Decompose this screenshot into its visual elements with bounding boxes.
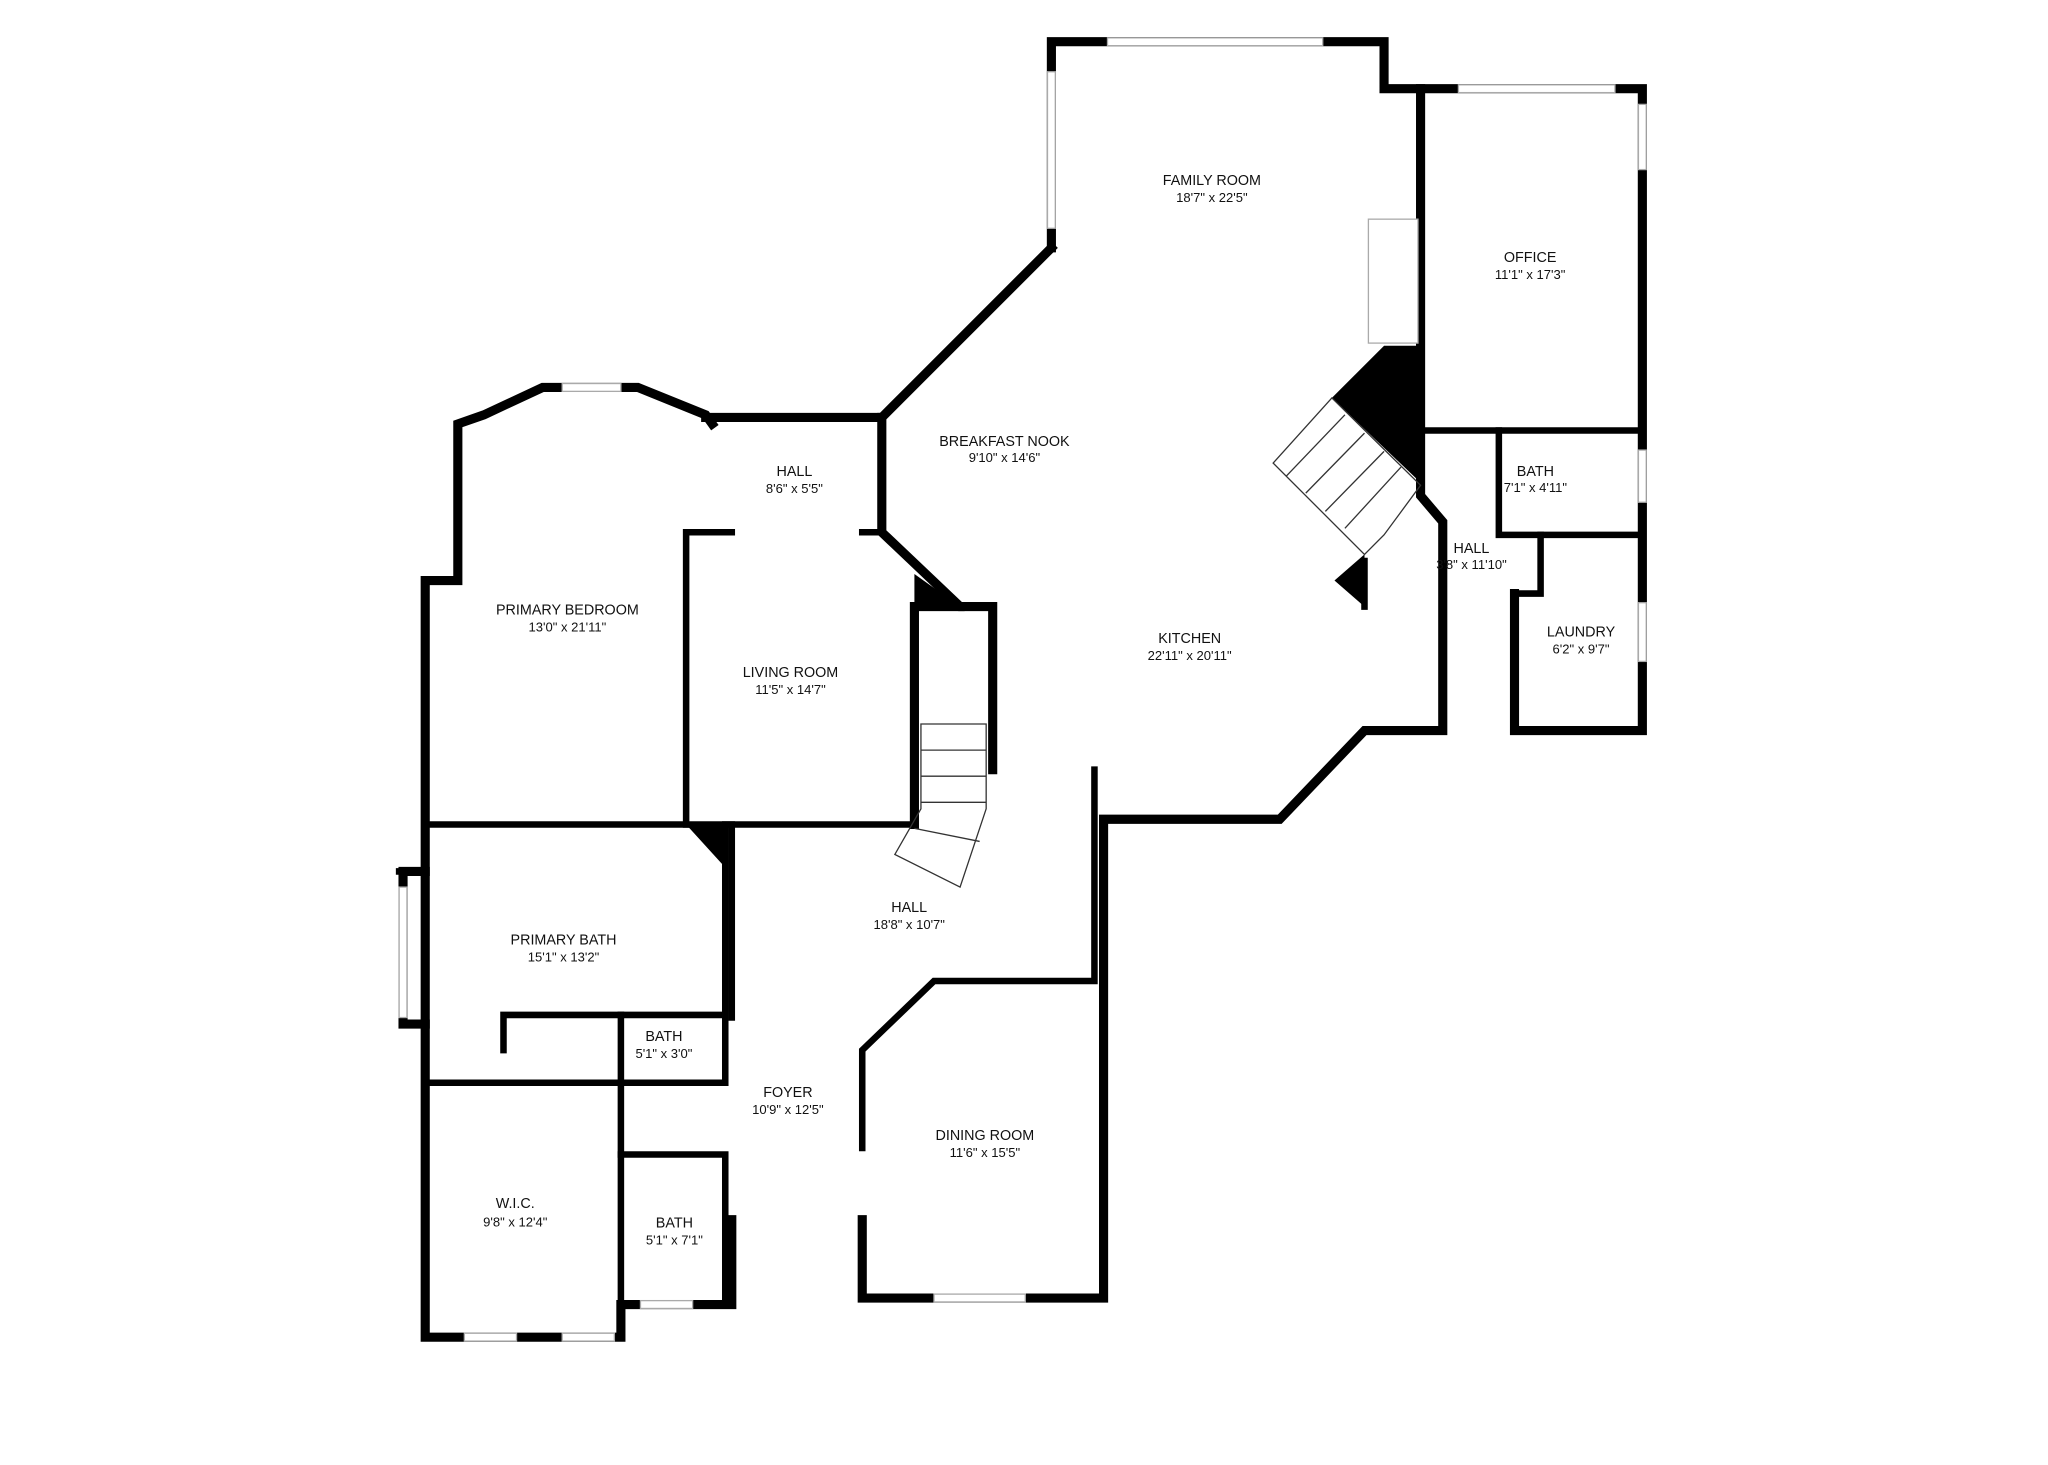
room-dims: 5'1" x 7'1" xyxy=(646,1233,703,1248)
room-name: KITCHEN xyxy=(1158,631,1221,647)
room-labels: FAMILY ROOM 18'7" x 22'5" OFFICE 11'1" x… xyxy=(483,173,1615,1247)
room-dims: 18'8" x 10'7" xyxy=(873,917,945,932)
room-name: FAMILY ROOM xyxy=(1163,173,1261,189)
room-name: LIVING ROOM xyxy=(743,665,839,681)
room-dims: 22'11" x 20'11" xyxy=(1148,648,1232,663)
room-dims: 9'8" x 12'4" xyxy=(483,1214,548,1229)
room-name: FOYER xyxy=(763,1085,812,1101)
walls xyxy=(395,37,1647,1342)
room-name: BATH xyxy=(645,1029,682,1045)
room-dims: 3'8" x 11'10" xyxy=(1436,557,1507,572)
room-name: BREAKFAST NOOK xyxy=(939,434,1070,450)
room-dims: 8'6" x 5'5" xyxy=(766,481,823,496)
room-name: DINING ROOM xyxy=(936,1128,1035,1144)
room-dims: 6'2" x 9'7" xyxy=(1553,642,1610,657)
room-dims: 10'9" x 12'5" xyxy=(752,1102,824,1117)
room-name: PRIMARY BEDROOM xyxy=(496,602,639,618)
room-name: OFFICE xyxy=(1504,250,1557,266)
room-name: BATH xyxy=(656,1216,693,1232)
stairs xyxy=(893,396,1422,889)
windows xyxy=(398,37,1647,1342)
room-dims: 18'7" x 22'5" xyxy=(1176,190,1248,205)
room-dims: 11'1" x 17'3" xyxy=(1495,267,1566,282)
room-dims: 15'1" x 13'2" xyxy=(528,949,600,964)
room-name: HALL xyxy=(776,464,812,480)
room-dims: 9'10" x 14'6" xyxy=(969,450,1041,465)
room-dims: 11'6" x 15'5" xyxy=(950,1145,1021,1160)
room-name: HALL xyxy=(891,900,927,916)
room-dims: 13'0" x 21'11" xyxy=(529,619,607,634)
room-name: W.I.C. xyxy=(496,1196,535,1212)
room-name: HALL xyxy=(1454,541,1490,557)
room-name: PRIMARY BATH xyxy=(511,932,617,948)
room-name: LAUNDRY xyxy=(1547,625,1616,641)
room-dims: 11'5" x 14'7" xyxy=(755,682,826,697)
room-name: BATH xyxy=(1517,464,1554,480)
room-dims: 7'1" x 4'11" xyxy=(1504,480,1568,495)
room-dims: 5'1" x 3'0" xyxy=(635,1046,692,1061)
